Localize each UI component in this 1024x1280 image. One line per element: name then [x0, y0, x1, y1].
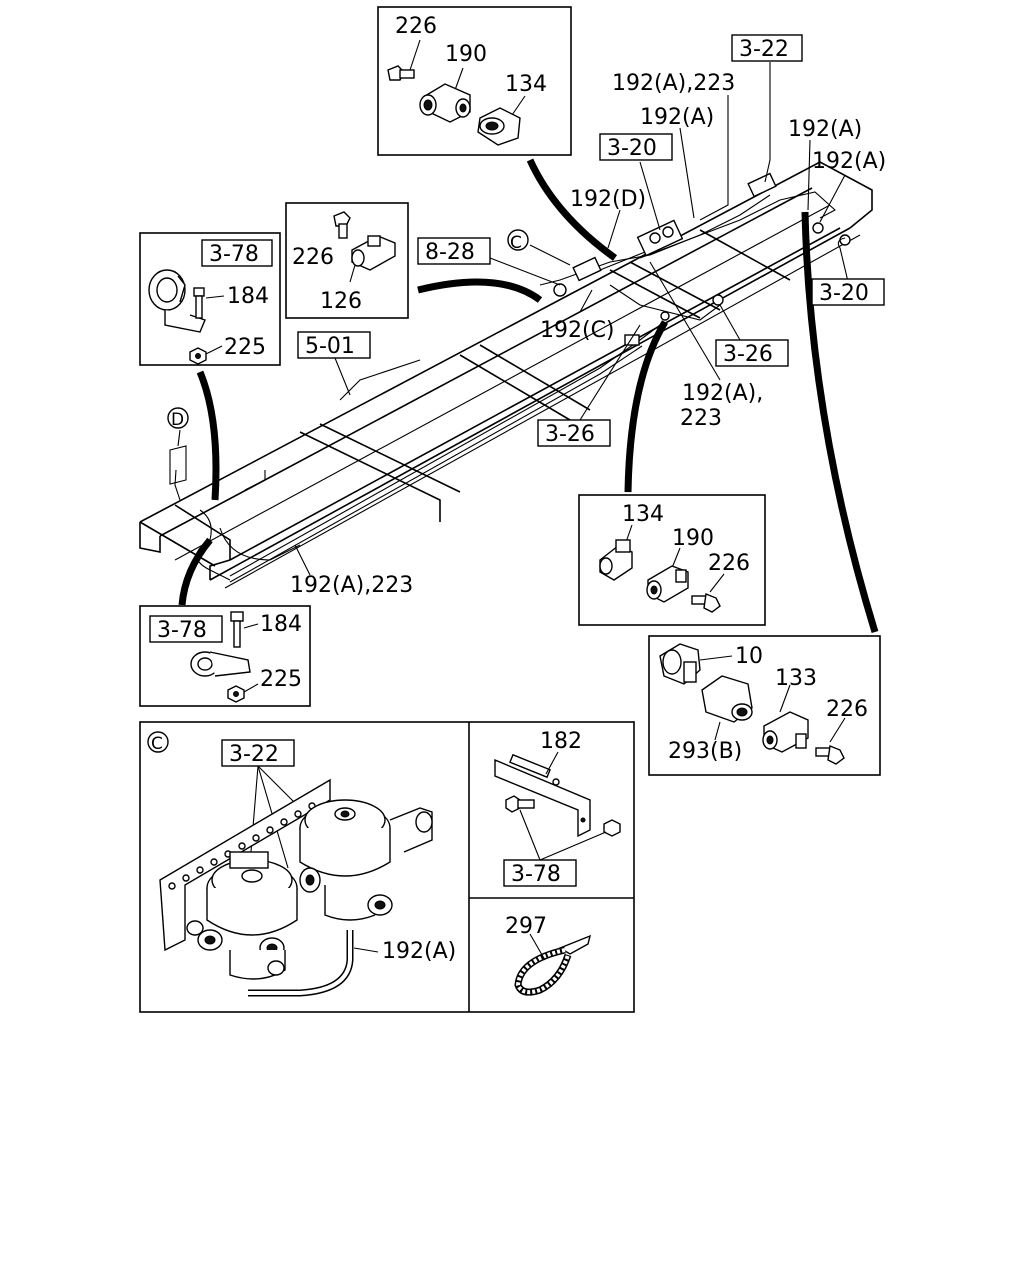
cable-tie-297-icon — [514, 934, 592, 996]
detail-c-panel: C 3-22 — [139, 721, 635, 1013]
label-133: 133 — [775, 666, 817, 691]
label-184: 184 — [260, 612, 302, 637]
label-226: 226 — [708, 551, 750, 576]
inset-fittings-middle: 134 190 226 — [578, 494, 766, 626]
relay-valve-right-icon — [299, 799, 433, 921]
inset-fittings-right: 10 133 226 293(B) — [648, 635, 881, 776]
ref-5-01: 5-01 — [305, 334, 355, 359]
elbow-10-icon — [659, 643, 701, 685]
label-293b: 293(B) — [668, 739, 742, 764]
tee-fitting-190-icon — [646, 565, 689, 603]
bracket-182-icon — [494, 753, 591, 838]
callout-leaders — [178, 158, 879, 634]
circle-c-marker: C — [151, 734, 163, 754]
circle-c-marker: C — [510, 233, 522, 253]
label-192a-223: 192(A), — [682, 381, 763, 406]
valve-assembly-frame — [169, 172, 851, 485]
label-126: 126 — [320, 289, 362, 314]
inset-fitting-126: 226 126 — [285, 202, 409, 319]
circle-d-marker: D — [171, 410, 184, 430]
ref-8-28: 8-28 — [425, 240, 475, 265]
pipe-clamp-icon — [190, 651, 251, 677]
inset-clamp-bottom: 3-78 184 225 — [139, 605, 311, 707]
nut-225-icon — [227, 685, 245, 703]
valve-bracket-icon — [159, 778, 331, 952]
label-190: 190 — [672, 526, 714, 551]
bolt-icon — [505, 795, 535, 813]
relay-valve-left-icon — [186, 851, 298, 980]
ref-box — [715, 339, 789, 367]
nut-225-icon — [189, 347, 207, 365]
pipe-clamp-icon — [148, 269, 206, 333]
tee-fitting-190-icon — [419, 83, 471, 123]
label-10: 10 — [735, 644, 763, 669]
bolt-226-icon — [691, 593, 721, 613]
label-192a: 192(A) — [788, 117, 862, 142]
label-192d: 192(D) — [570, 187, 646, 212]
ref-3-26: 3-26 — [545, 422, 595, 447]
adapter-293b-icon — [701, 675, 753, 723]
label-192a: 192(A) — [640, 105, 714, 130]
label-182: 182 — [540, 729, 582, 754]
ref-box — [811, 278, 885, 306]
ref-3-22: 3-22 — [739, 37, 789, 62]
leader-lines — [177, 62, 851, 576]
ref-3-78: 3-78 — [511, 862, 561, 887]
label-297: 297 — [505, 914, 547, 939]
ref-3-22: 3-22 — [229, 742, 279, 767]
chassis-frame — [139, 161, 873, 589]
ref-3-20: 3-20 — [819, 281, 869, 306]
tee-fitting-126-icon — [351, 235, 396, 271]
ref-box — [297, 331, 371, 359]
label-192a: 192(A) — [382, 939, 456, 964]
ref-3-78: 3-78 — [209, 242, 259, 267]
inset-clamp-top: 3-78 184 225 — [139, 232, 281, 366]
ref-3-78: 3-78 — [157, 618, 207, 643]
tee-fitting-133-icon — [762, 711, 809, 753]
label-225: 225 — [260, 667, 302, 692]
bolt-226-icon — [387, 65, 415, 81]
label-192a: 192(A) — [812, 149, 886, 174]
label-192a-223: 192(A),223 — [612, 71, 735, 96]
label-226: 226 — [292, 245, 334, 270]
circle-d-marker-ring — [167, 407, 189, 429]
label-184: 184 — [227, 284, 269, 309]
bolt-226-icon — [815, 745, 845, 765]
label-190: 190 — [445, 42, 487, 67]
label-223: 223 — [680, 406, 722, 431]
bolt-184-icon — [193, 287, 205, 319]
label-192a-223: 192(A),223 — [290, 573, 413, 598]
bolt-184-icon — [230, 611, 244, 648]
ref-3-20: 3-20 — [607, 136, 657, 161]
elbow-134-icon — [599, 539, 633, 581]
nut-icon — [603, 819, 621, 837]
bolt-226-icon — [333, 211, 351, 239]
ref-box — [537, 419, 611, 447]
inset-fittings-top: 226 190 134 — [377, 6, 572, 156]
label-192c: 192(C) — [540, 318, 615, 343]
label-226: 226 — [395, 14, 437, 39]
elbow-134-icon — [477, 107, 521, 146]
label-226: 226 — [826, 697, 868, 722]
ref-3-26: 3-26 — [723, 342, 773, 367]
ref-8-28-group: 8-28 C — [417, 229, 529, 265]
top-right-labels: 3-22 192(A),223 192(A) 192(A) 192(A) 3-2… — [570, 34, 886, 212]
label-225: 225 — [224, 335, 266, 360]
label-134: 134 — [505, 72, 547, 97]
label-134: 134 — [622, 502, 664, 527]
